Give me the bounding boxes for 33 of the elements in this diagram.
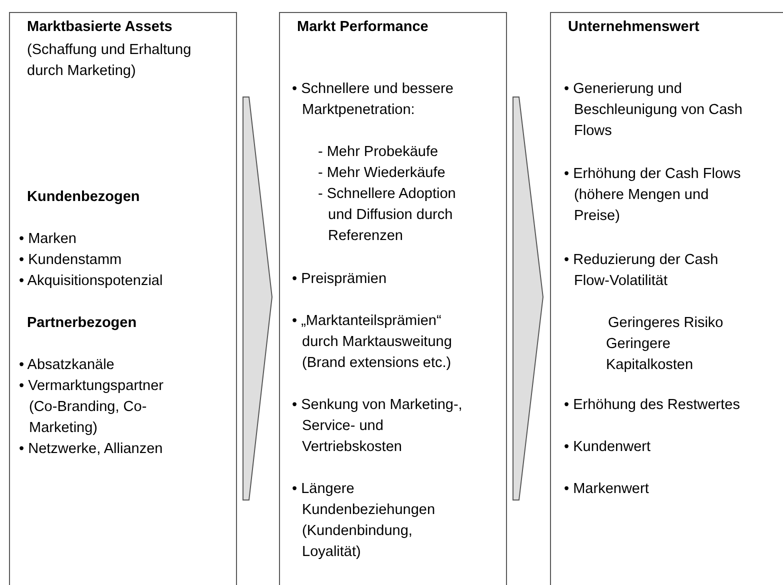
list-item: • „Marktanteilsprämien“ durch Marktausweitung (Brand extensions etc.) (292, 312, 453, 373)
list-item: • Kundenstamm (19, 251, 123, 270)
list-item: • Markenwert (564, 480, 650, 499)
list-item: (Schaffung und Erhaltung durch Marketing) (27, 41, 192, 81)
list-item: • Reduzierung der Cash Flow-Volatilität (564, 251, 720, 291)
list-item: Geringere Kapitalkosten (606, 335, 694, 375)
column-heading: Marktbasierte Assets (27, 18, 174, 37)
chevron-arrow (242, 96, 272, 500)
list-item: • Schnellere und bessere Marktpenetration: (292, 80, 454, 120)
column-heading: Partnerbezogen (27, 314, 138, 333)
column-heading: Unternehmenswert (568, 18, 700, 37)
list-item: • Erhöhung der Cash Flows (höhere Mengen und Preise) (564, 165, 742, 226)
list-item: • Vermarktungspartner (Co-Branding, Co-Marketing) (19, 377, 165, 438)
list-item: • Akquisitionspotenzial (19, 272, 164, 291)
column-heading: Kundenbezogen (27, 188, 141, 207)
list-item: • Netzwerke, Allianzen (19, 440, 164, 459)
list-item: - Mehr Wiederkäufe (318, 164, 446, 183)
list-item: • Marken (19, 230, 78, 249)
list-item: • Kundenwert (564, 438, 652, 457)
list-item: • Senkung von Marketing-, Service- und Vertriebskosten (292, 396, 464, 457)
list-item: - Mehr Probekäufe (318, 143, 440, 162)
list-item: Geringeres Risiko (608, 314, 724, 333)
list-item: • Absatzkanäle (19, 356, 116, 375)
list-item: • Erhöhung des Restwertes (564, 396, 741, 415)
column-heading: Markt Performance (297, 18, 430, 37)
column-panel (279, 12, 507, 585)
chevron-arrow (512, 96, 544, 500)
column-panel (550, 12, 783, 585)
list-item: • Längere Kundenbeziehungen (Kundenbindung, Loyalität) (292, 480, 436, 562)
column-panel (9, 12, 237, 585)
list-item: • Generierung und Beschleunigung von Cash Flows (564, 80, 744, 141)
list-item: - Schnellere Adoption und Diffusion durch Referenzen (318, 185, 457, 246)
list-item: • Preisprämien (292, 270, 388, 289)
